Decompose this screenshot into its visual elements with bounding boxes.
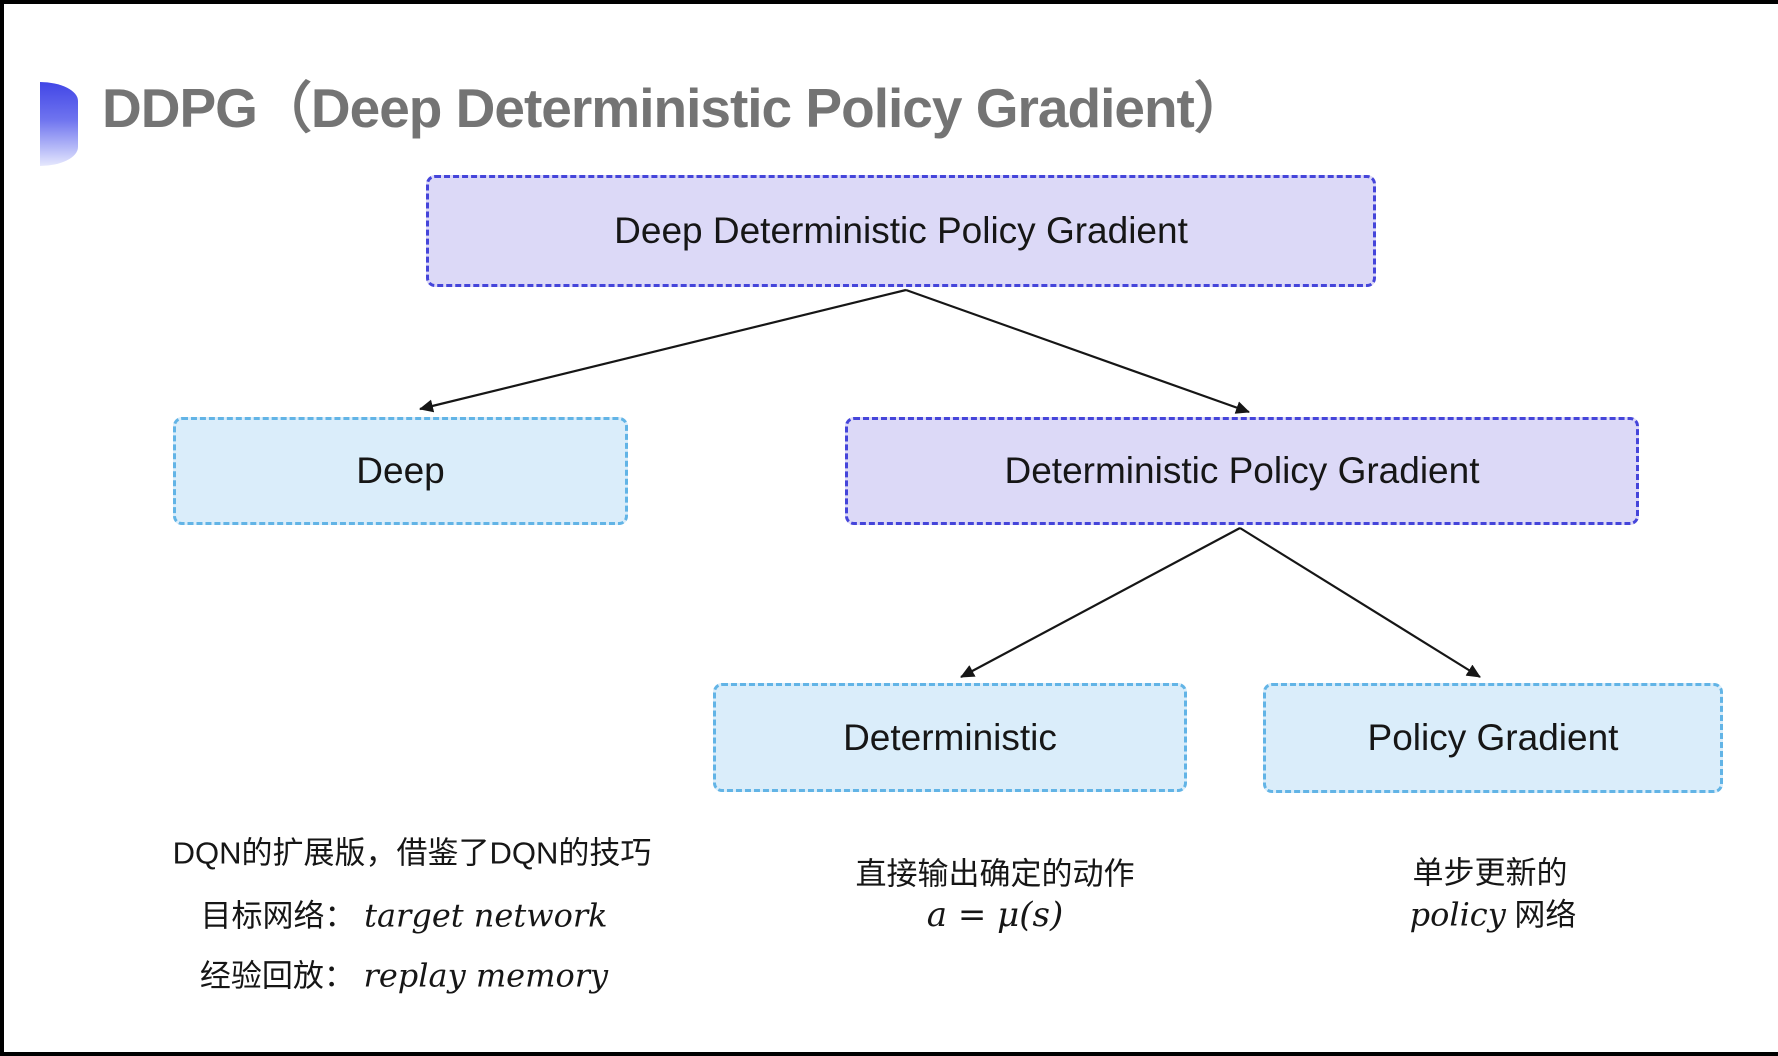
arrow-root-to-dpg <box>905 288 1250 414</box>
node-deep-deterministic-policy-gradient: Deep Deterministic Policy Gradient <box>426 175 1376 287</box>
bottom-border-line <box>0 1052 1778 1056</box>
node-deterministic: Deterministic <box>713 683 1187 792</box>
arrow-dpg-to-deterministic <box>960 527 1241 678</box>
note-label: 经验回放： <box>199 958 355 994</box>
blue-semicircle-bullet-icon <box>40 82 78 166</box>
note-label: 目标网络： <box>200 898 356 934</box>
note-policy-gradient-line2: policy 网络 <box>1410 890 1577 935</box>
note-deterministic-formula: a = μ(s) <box>927 895 1063 935</box>
note-text: 网络 <box>1514 897 1577 933</box>
note-term: policy <box>1409 895 1506 934</box>
note-deep-line1: DQN的扩展版，借鉴了DQN的技巧 <box>173 828 652 873</box>
note-deterministic-line1: 直接输出确定的动作 <box>856 849 1135 894</box>
node-label: Deep Deterministic Policy Gradient <box>614 210 1188 251</box>
node-label: Deterministic <box>843 716 1057 758</box>
node-label: Deep <box>356 450 445 491</box>
left-border-line <box>0 0 4 1056</box>
note-text: 单步更新的 <box>1412 855 1568 891</box>
page-title: DDPG（Deep Deterministic Policy Gradient） <box>102 77 1249 139</box>
note-text: DQN的扩展版，借鉴了DQN的技巧 <box>172 835 652 871</box>
note-deep-line3: 经验回放： replay memory <box>200 951 608 996</box>
arrow-root-to-deep <box>419 288 907 413</box>
note-term: target network <box>364 896 608 935</box>
note-deep-line2: 目标网络： target network <box>200 891 607 936</box>
top-border-line <box>0 0 1778 4</box>
node-label: Deterministic Policy Gradient <box>1004 450 1480 491</box>
note-text: 直接输出确定的动作 <box>855 856 1135 892</box>
note-policy-gradient-line1: 单步更新的 <box>1413 848 1568 893</box>
formula-text: a = μ(s) <box>926 895 1064 935</box>
node-deterministic-policy-gradient: Deterministic Policy Gradient <box>845 417 1639 525</box>
node-label: Policy Gradient <box>1367 717 1619 758</box>
note-term: replay memory <box>363 956 609 995</box>
node-policy-gradient: Policy Gradient <box>1263 683 1723 793</box>
node-deep: Deep <box>173 417 628 525</box>
arrow-dpg-to-policy-gradient <box>1239 527 1481 678</box>
